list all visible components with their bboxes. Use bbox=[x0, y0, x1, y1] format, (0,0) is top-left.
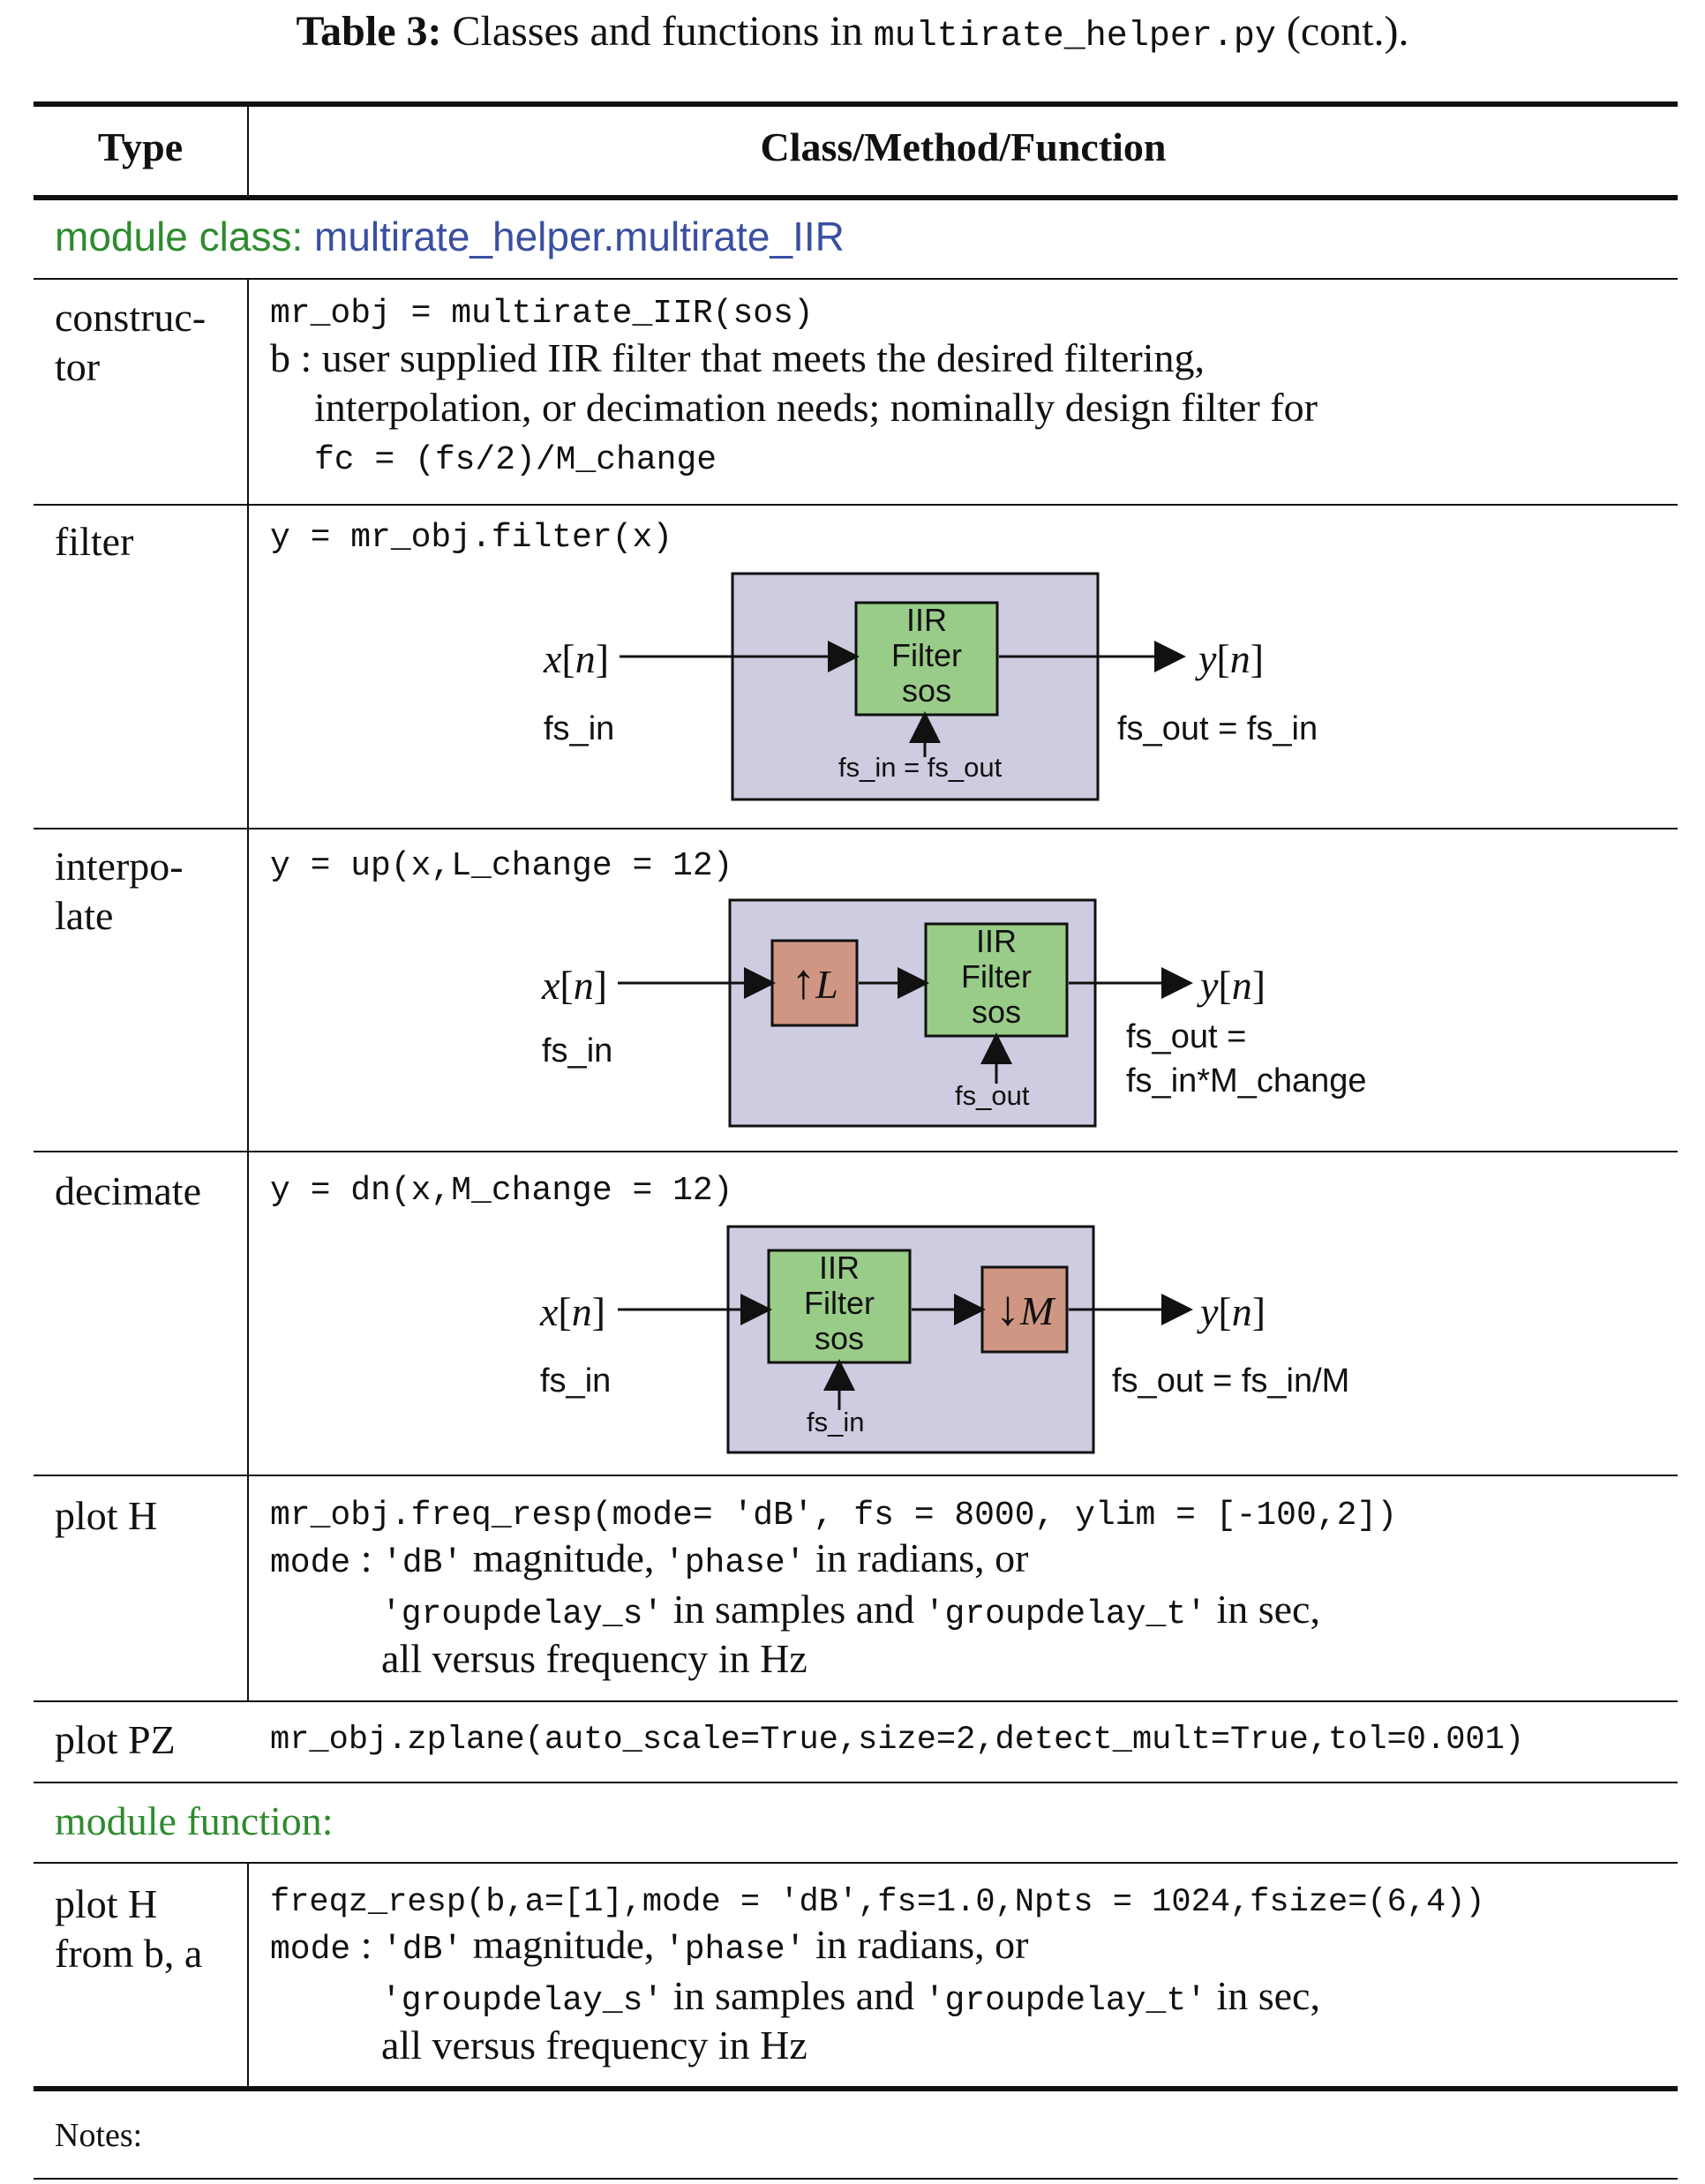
fs-in-label: fs_in bbox=[542, 1032, 613, 1069]
column-divider bbox=[247, 280, 249, 1700]
plot-h-freq-line: all versus frequency in Hz bbox=[381, 1636, 807, 1681]
plot-pz-code: mr_obj.zplane(auto_scale=True,size=2,det… bbox=[270, 1722, 1525, 1759]
interp-rate-label: fs_out bbox=[955, 1080, 1030, 1111]
module-function-heading: module function: bbox=[55, 1798, 334, 1843]
plot-h-mode-line: mode : 'dB' magnitude, 'phase' in radian… bbox=[270, 1535, 1029, 1582]
dec-rate-label: fs_in bbox=[807, 1407, 865, 1437]
caption-text: Classes and functions in bbox=[441, 8, 874, 55]
plot-h-groupdelay-line: 'groupdelay_s' in samples and 'groupdela… bbox=[381, 1587, 1320, 1633]
constructor-code: mr_obj = multirate_IIR(sos) bbox=[270, 295, 814, 333]
filter-code: y = mr_obj.filter(x) bbox=[270, 519, 673, 557]
type-filter: filter bbox=[55, 519, 134, 564]
fs-out-label: fs_out = fs_in/M bbox=[1112, 1362, 1350, 1400]
column-divider bbox=[247, 107, 249, 195]
rule bbox=[34, 1151, 1678, 1152]
input-x-label: x[n] bbox=[544, 636, 610, 681]
notes-rule bbox=[34, 2178, 1678, 2180]
filter-diagram-svg bbox=[620, 572, 1186, 801]
top-rule bbox=[34, 101, 1678, 107]
rule bbox=[34, 1862, 1678, 1864]
constructor-desc-2: interpolation, or decimation needs; nomi… bbox=[314, 385, 1318, 430]
constructor-desc-code: fc = (fs/2)/M_change bbox=[314, 441, 717, 479]
caption-text-end: (cont.). bbox=[1275, 8, 1409, 55]
bottom-rule bbox=[34, 2086, 1678, 2091]
module-class-name: multirate_helper.multirate_IIR bbox=[314, 214, 845, 259]
input-x-label: x[n] bbox=[540, 1289, 606, 1334]
rule bbox=[34, 1700, 1678, 1702]
output-y-label: y[n] bbox=[1198, 636, 1265, 681]
upsampler-block bbox=[770, 939, 859, 1027]
rule bbox=[34, 278, 1678, 280]
type-constructor: construc-tor bbox=[55, 295, 207, 389]
rule bbox=[34, 1782, 1678, 1783]
plot-h-ba-mode-line: mode : 'dB' magnitude, 'phase' in radian… bbox=[270, 1922, 1029, 1969]
plot-h-ba-code: freqz_resp(b,a=[1],mode = 'dB',fs=1.0,Np… bbox=[270, 1884, 1485, 1921]
type-interpolate: interpo-late bbox=[55, 844, 184, 938]
decimate-code: y = dn(x,M_change = 12) bbox=[270, 1172, 733, 1210]
interpolate-diagram-svg bbox=[618, 898, 1193, 1128]
column-divider bbox=[247, 1864, 249, 2086]
fs-out-label: fs_out = fs_in bbox=[1117, 710, 1318, 747]
header-function: Class/Method/Function bbox=[760, 124, 1167, 169]
rule bbox=[34, 1475, 1678, 1476]
output-y-label: y[n] bbox=[1200, 1289, 1266, 1334]
plot-h-code: mr_obj.freq_resp(mode= 'dB', fs = 8000, … bbox=[270, 1497, 1398, 1535]
type-decimate: decimate bbox=[55, 1168, 202, 1213]
notes-label: Notes: bbox=[55, 2117, 143, 2154]
caption-file: multirate_helper.py bbox=[873, 17, 1276, 56]
fs-in-label: fs_in bbox=[540, 1362, 612, 1400]
type-plot-h: plot H bbox=[55, 1493, 158, 1538]
filter-rate-label: fs_in = fs_out bbox=[838, 752, 1003, 783]
downsampler-label: ↓M bbox=[995, 1281, 1055, 1336]
upsampler-label: ↑L bbox=[791, 955, 838, 1009]
rule bbox=[34, 504, 1678, 506]
fs-out-label: fs_out =fs_in*M_change bbox=[1126, 1018, 1367, 1100]
down-arrow-icon: ↓ bbox=[995, 1281, 1020, 1336]
table-caption: Table 3: Classes and functions in multir… bbox=[0, 7, 1705, 56]
fs-in-label: fs_in bbox=[544, 710, 615, 747]
rule bbox=[34, 828, 1678, 829]
header-type: Type bbox=[97, 124, 184, 169]
module-class-prefix: module class: bbox=[55, 214, 315, 259]
constructor-desc-1: b : user supplied IIR filter that meets … bbox=[270, 335, 1205, 380]
iir-filter-block bbox=[854, 601, 999, 717]
decimate-diagram-svg bbox=[618, 1225, 1193, 1454]
plot-h-ba-freq-line: all versus frequency in Hz bbox=[381, 2023, 807, 2068]
type-plot-pz: plot PZ bbox=[55, 1717, 176, 1762]
header-rule bbox=[34, 195, 1678, 200]
plot-h-ba-groupdelay-line: 'groupdelay_s' in samples and 'groupdela… bbox=[381, 1973, 1320, 2020]
caption-label: Table 3: bbox=[296, 8, 442, 55]
interpolate-code: y = up(x,L_change = 12) bbox=[270, 847, 733, 885]
output-y-label: y[n] bbox=[1200, 963, 1266, 1008]
up-arrow-icon: ↑ bbox=[791, 955, 816, 1009]
module-class-heading: module class: multirate_helper.multirate… bbox=[55, 212, 845, 261]
input-x-label: x[n] bbox=[542, 963, 608, 1008]
